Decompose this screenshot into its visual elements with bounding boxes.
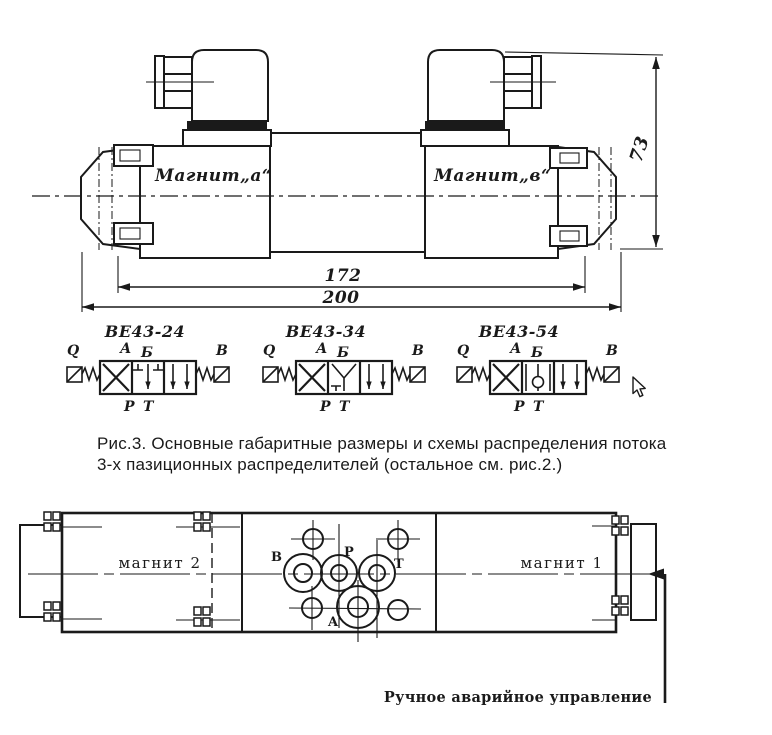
left-end-cap [80,144,154,251]
position-cross-flow [298,363,326,392]
port-label-q: Q [457,343,469,359]
spring-symbol [195,365,215,383]
spring-symbol [391,365,411,383]
valve-center-body [269,132,426,253]
model-label-ve43-54: ВЕ43-54 [478,322,559,341]
port-label-b: Б [336,345,349,361]
position-cross-flow [102,363,130,392]
fastener-detail [611,515,629,536]
valve-positions-body [488,359,588,396]
dim-widths: 172 200 [81,252,622,312]
solenoid-symbol-left [66,365,101,383]
fastener-detail [611,595,629,616]
bottom-face-drawing: B P T A магнит 2 магнит 1 Ручное аварийн… [19,511,667,706]
port-label-a: А [315,341,327,357]
solenoid-b-body [424,145,559,259]
port-label-b: B [271,550,282,565]
port-label-t: T [394,557,404,572]
port-label-a: А [509,341,521,357]
dim-200-label: 200 [322,288,360,308]
schematic-ve43-24: Q А Б В Р Т [66,341,230,415]
model-label-ve43-34: ВЕ43-34 [285,322,366,341]
dim-73-label: 73 [626,134,654,165]
position-center [331,363,357,391]
solenoid-symbol-left [456,365,491,383]
port-label-q: Q [263,343,275,359]
solenoid-symbol-right [391,365,426,383]
port-label-v: В [215,343,228,359]
mouse-cursor [632,376,646,398]
valve-positions-body [98,359,198,396]
manual-override-label: Ручное аварийное управление [384,689,652,706]
top-dimension-drawing: Магнит„а“ Магнит„в“ 73 172 200 [32,49,664,312]
schematic-ve43-34: Q А Б В Р Т [262,341,426,415]
port-label-t: Т [143,399,155,415]
port-label-b: Б [140,345,153,361]
port-face: B P T A [271,520,422,642]
position-parallel-flow [560,364,580,389]
dim-172-label: 172 [325,266,362,286]
position-center [133,364,163,389]
solenoid-symbol-left [262,365,297,383]
solenoid-b-connector [420,49,556,147]
port-p-hole [320,554,358,592]
port-label-t: Т [533,399,545,415]
spring-symbol [585,365,605,383]
magnet-b-label: Магнит„в“ [433,166,551,186]
model-label-ve43-24: ВЕ43-24 [104,322,185,341]
figure-caption-line1: Рис.3. Основные габаритные размеры и схе… [97,434,667,453]
mounting-hole [301,597,323,619]
solenoid-symbol-right [585,365,620,383]
position-parallel-flow [366,364,386,389]
port-label-a: A [327,615,339,630]
position-cross-flow [492,363,520,392]
port-label-v: В [605,343,618,359]
fastener-detail [193,606,211,627]
port-label-p: Р [513,399,525,415]
figure-caption-line2: 3-х пазиционных распределителей (остальн… [97,455,562,474]
solenoid-a-body [139,145,271,259]
port-label-t: Т [339,399,351,415]
port-label-v: В [411,343,424,359]
manual-override-arrow [648,568,664,580]
port-label-q: Q [67,343,79,359]
schematic-ve43-54: Q А Б В Р Т [456,341,620,415]
position-center [525,364,551,391]
position-parallel-flow [170,364,190,389]
spring-symbol [471,365,491,383]
spring-symbol [277,365,297,383]
port-label-p: Р [319,399,331,415]
port-label-a: А [119,341,131,357]
manual-override-callout: Ручное аварийное управление [384,568,667,706]
solenoid-symbol-right [195,365,230,383]
mounting-hole [387,599,409,621]
right-end-cover [630,523,657,621]
fastener-detail [43,511,61,532]
magnet-2-label: магнит 2 [118,554,201,572]
fastener-detail [193,511,211,532]
port-t-hole [358,554,396,592]
mounting-hole [302,528,324,550]
port-label-b: Б [530,345,543,361]
spring-symbol [81,365,101,383]
right-end-cap [549,145,617,251]
solenoid-a-connector [146,49,272,147]
fastener-detail [43,601,61,622]
port-label-p: P [344,545,354,560]
port-a-hole [336,585,380,629]
port-label-p: Р [123,399,135,415]
magnet-a-label: Магнит„а“ [154,166,272,186]
valve-positions-body [294,359,394,396]
magnet-1-label: магнит 1 [520,554,603,572]
mounting-hole [387,528,409,550]
